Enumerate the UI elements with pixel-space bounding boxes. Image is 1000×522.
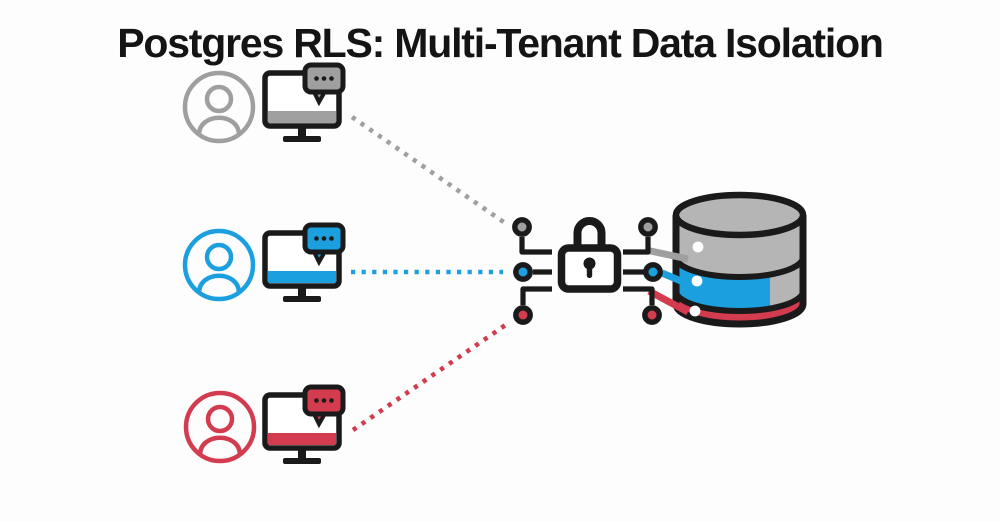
tenant-row-blue [182, 222, 503, 302]
user-icon [183, 390, 257, 464]
bubble-dot [314, 398, 319, 403]
computer-icon [262, 222, 346, 302]
bubble-dot [321, 76, 327, 81]
dotted-connection-gray [350, 115, 507, 225]
db-separator [673, 290, 806, 314]
db-feeds [645, 246, 690, 316]
bubble-dot [321, 236, 327, 241]
circuit-trace [520, 286, 552, 305]
keyhole-stem [586, 263, 593, 278]
monitor-base [283, 296, 321, 302]
db-dot-red [689, 305, 701, 317]
dotted-connection-red [351, 322, 509, 432]
user-icon [182, 70, 256, 144]
tenant-row-red [183, 322, 509, 464]
db-dot-blue [691, 275, 703, 287]
bubble-dot [314, 236, 319, 241]
db-band-blue [676, 258, 770, 311]
computer-icon [262, 62, 346, 142]
db-separator [673, 256, 806, 280]
circuit-node-gray [512, 217, 532, 237]
user-head [205, 404, 235, 434]
diagram-title: Postgres RLS: Multi-Tenant Data Isolatio… [117, 20, 884, 66]
monitor-base [283, 136, 321, 142]
user-shoulders [196, 115, 242, 136]
feed-blue [660, 269, 690, 288]
bubble-dot [329, 236, 334, 241]
circuit-node-red [513, 305, 533, 325]
circuit-left [512, 217, 552, 325]
user-outline [182, 228, 256, 302]
monitor-bar [268, 271, 336, 283]
padlock-icon [557, 217, 622, 293]
circuit-node-blue [643, 262, 663, 282]
bubble-dot [329, 398, 334, 403]
user-head [204, 242, 234, 272]
monitor-stand [298, 448, 306, 460]
user-shoulders [196, 273, 242, 294]
feed-red [647, 287, 690, 316]
user-outline [182, 70, 256, 144]
padlock-shackle [573, 217, 606, 252]
bubble-dot [329, 76, 334, 81]
computer-icon [262, 384, 346, 464]
database-icon [672, 191, 807, 328]
circuit-right [623, 217, 663, 325]
circuit-node-blue [513, 262, 533, 282]
feed-gray [645, 246, 689, 263]
tenant-row-gray [182, 62, 507, 225]
monitor-bar [268, 433, 336, 445]
user-outline [183, 390, 257, 464]
circuit-node-gray [638, 217, 658, 237]
db-dot-gray [692, 241, 704, 253]
monitor-bar [268, 111, 336, 123]
user-icon [182, 228, 256, 302]
monitor-base [283, 458, 321, 464]
circuit-trace [519, 237, 552, 255]
bubble-dot [314, 76, 319, 81]
bubble-dot [321, 398, 327, 403]
db-top [672, 191, 807, 239]
circuit-trace [623, 286, 655, 305]
user-head [204, 84, 234, 114]
monitor-stand [298, 286, 306, 298]
db-band-red [676, 291, 803, 324]
user-shoulders [197, 435, 243, 456]
circuit-trace [623, 237, 651, 255]
circuit-node-red [642, 305, 662, 325]
monitor-stand [298, 126, 306, 138]
